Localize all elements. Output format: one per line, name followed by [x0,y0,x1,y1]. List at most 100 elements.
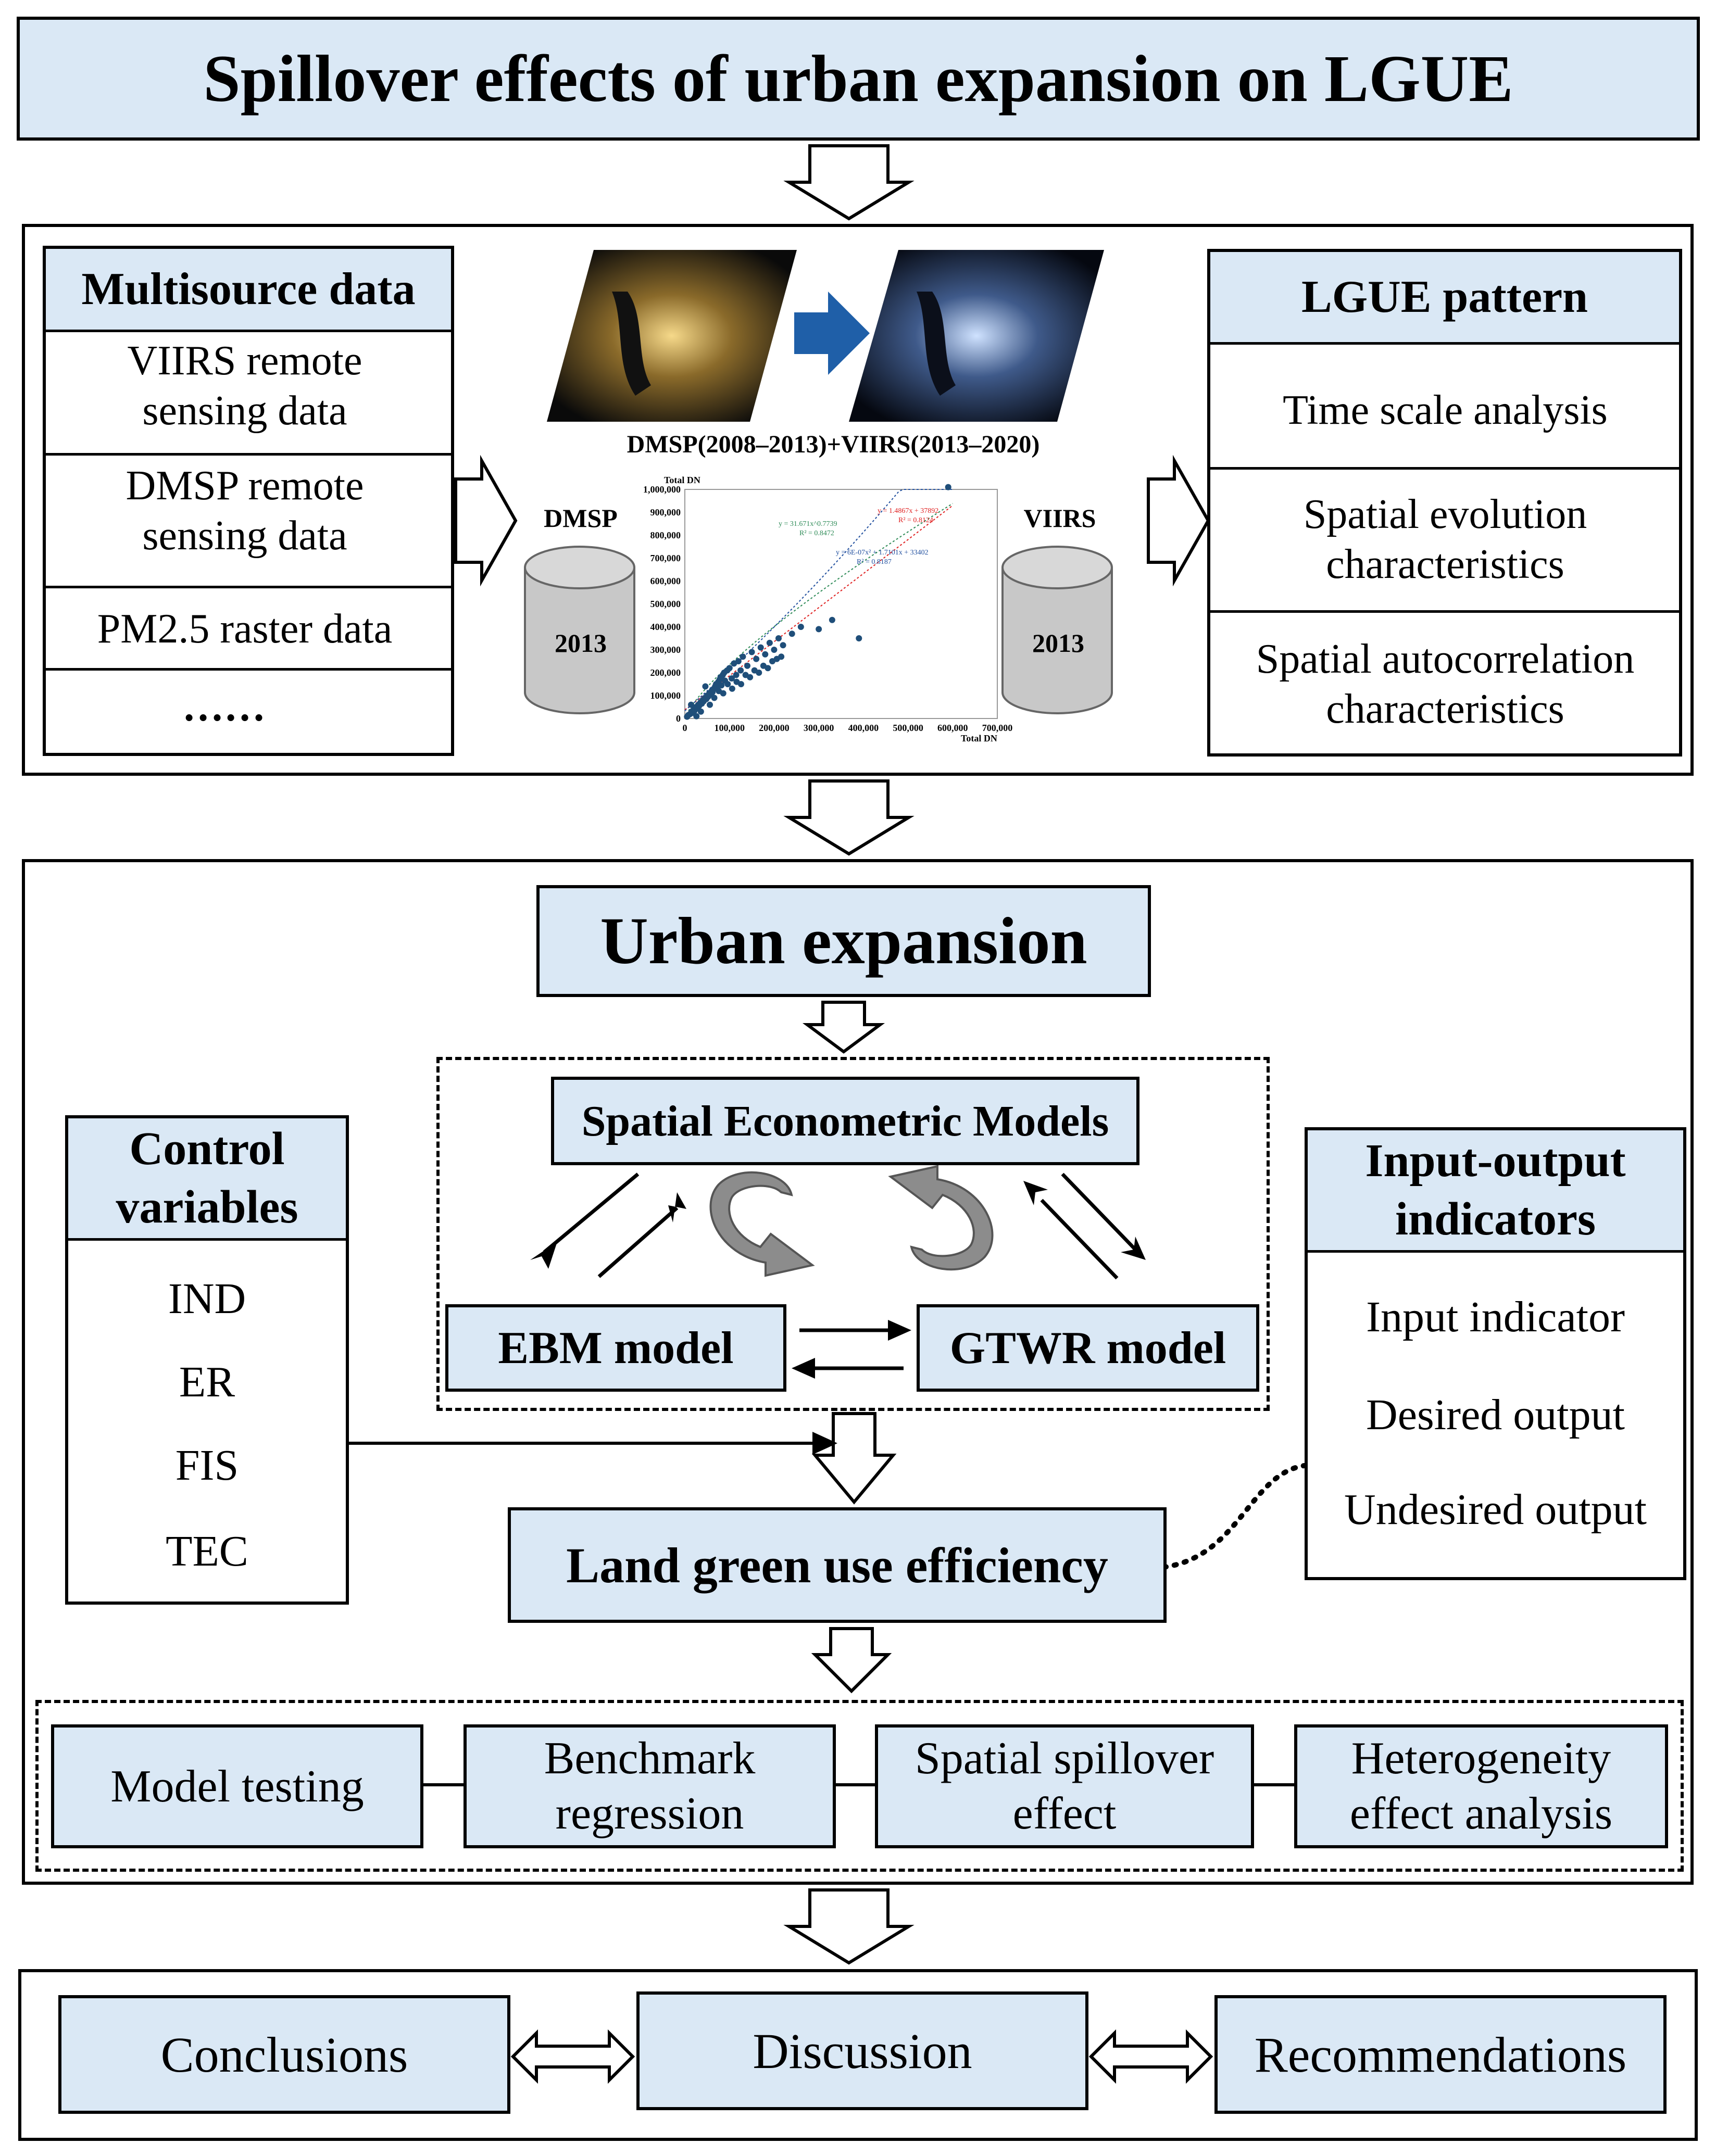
lgue-pattern-header: LGUE pattern [1210,252,1679,345]
dmsp-cylinder-year: 2013 [555,628,607,658]
down-arrow-6 [811,1627,892,1694]
dotted-connector [1161,1463,1307,1570]
y-tick-label: 600,000 [650,576,681,586]
lgue-item-time: Time scale analysis [1283,387,1608,433]
urban-expansion-text: Urban expansion [600,904,1087,978]
final-recommendations-text: Recommendations [1254,2026,1627,2083]
data-point [702,683,709,690]
dmsp-cylinder [524,546,635,714]
io-indicators-header: Input-output indicators [1308,1130,1683,1253]
data-point [693,713,700,720]
steps-dashed-area [35,1700,1684,1872]
io-item-undesired: Undesired output [1344,1485,1647,1534]
data-point [724,681,731,687]
control-item-tec: TEC [166,1527,248,1575]
data-point [747,674,754,680]
data-point [797,624,804,630]
dmsp-label: DMSP [544,503,618,533]
y-tick-label: 1,000,000 [643,484,681,495]
y-tick-label: 300,000 [650,645,681,655]
x-axis-label: Total DN [961,733,997,743]
data-point [762,651,769,658]
y-tick-label: 100,000 [650,690,681,701]
y-tick-label: 800,000 [650,530,681,540]
fit-r2: R² = 0.8187 [857,558,892,566]
data-point [856,635,862,641]
fit-r2: R² = 0.8472 [799,529,834,537]
x-tick-label: 600,000 [937,723,968,733]
data-point [738,681,744,687]
data-point [757,644,764,651]
y-tick-label: 200,000 [650,667,681,678]
urban-expansion-box: Urban expansion [536,885,1151,997]
final-discussion-text: Discussion [753,2023,972,2079]
data-point [688,701,694,708]
lgue-item-spatial-evolution: Spatial evolution characteristics [1303,491,1587,587]
data-point [748,649,755,655]
step-heterogeneity: Heterogeneity effect analysis [1294,1724,1668,1848]
title-box: Spillover effects of urban expansion on … [17,17,1700,141]
blue-arrow [794,292,870,375]
y-tick-label: 400,000 [650,622,681,632]
x-tick-label: 0 [683,723,687,733]
fit-r2: R² = 0.8124 [898,516,933,524]
plot-area [684,489,998,719]
sem-box: Spatial Econometric Models [551,1077,1139,1165]
cycle-arrow-left [709,1171,815,1277]
down-arrow-1 [783,144,915,221]
fit-equation: y = 31.671x^0.7739 [779,520,837,528]
io-item-desired: Desired output [1366,1391,1625,1439]
data-point [753,655,760,662]
scatter-chart: 0 100,000 200,000 300,000 400,000 500,000 600,… [643,475,1013,743]
data-point [778,653,785,660]
data-point [726,665,733,672]
control-item-ind: IND [168,1275,246,1323]
data-section-frame [22,224,1694,776]
down-arrow-5 [783,1888,915,1965]
y-tick-label: 900,000 [650,507,681,518]
data-point [735,658,742,664]
data-point [775,635,782,641]
lgue-result-text: Land green use efficiency [566,1537,1108,1593]
data-point [729,675,735,682]
multisource-header: Multisource data [46,249,451,332]
final-conclusions-text: Conclusions [160,2026,408,2083]
data-point [707,701,713,708]
fit-equation: y = 6E-07x² + 1.7101x + 33402 [836,549,929,557]
viirs-cylinder [1001,546,1113,714]
nightlight-caption: DMSP(2008–2013)+VIIRS(2013–2020) [627,431,1040,458]
data-point [945,484,951,490]
step-heterogeneity-text: Heterogeneity effect analysis [1349,1733,1613,1839]
x-tick-label: 500,000 [893,723,923,733]
step-benchmark-regression-text: Benchmark regression [544,1733,756,1839]
lgue-pattern-header-text: LGUE pattern [1301,272,1588,322]
double-arrow-1 [510,2029,635,2084]
lgue-item-autocorrelation: Spatial autocorrelation characteristics [1256,636,1635,732]
data-point [711,695,718,701]
x-tick-label: 200,000 [759,723,790,733]
data-point [780,642,786,649]
y-axis-label: Total DN [664,475,700,485]
data-point [766,639,773,646]
x-tick-label: 700,000 [982,723,1013,733]
fit-equation: y = 1.4867x + 37892 [878,507,938,515]
x-tick-label: 100,000 [714,723,745,733]
multisource-item-dmsp: DMSP remote sensing data [126,463,364,559]
y-tick-label: 0 [676,713,681,724]
lgue-result-box: Land green use efficiency [508,1507,1167,1623]
conclusion-section-frame [18,1969,1698,2141]
step-spatial-spillover-text: Spatial spillover effect [915,1733,1214,1839]
right-arrow-right [1147,455,1210,587]
data-point [771,647,778,653]
final-recommendations: Recommendations [1214,1995,1667,2114]
data-point [765,665,771,672]
cycle-arrow-right [888,1165,994,1271]
data-point [829,616,835,623]
io-item-input: Input indicator [1366,1293,1625,1341]
ebm-box: EBM model [445,1304,786,1392]
viirs-image [849,250,1104,422]
data-point [733,672,740,678]
